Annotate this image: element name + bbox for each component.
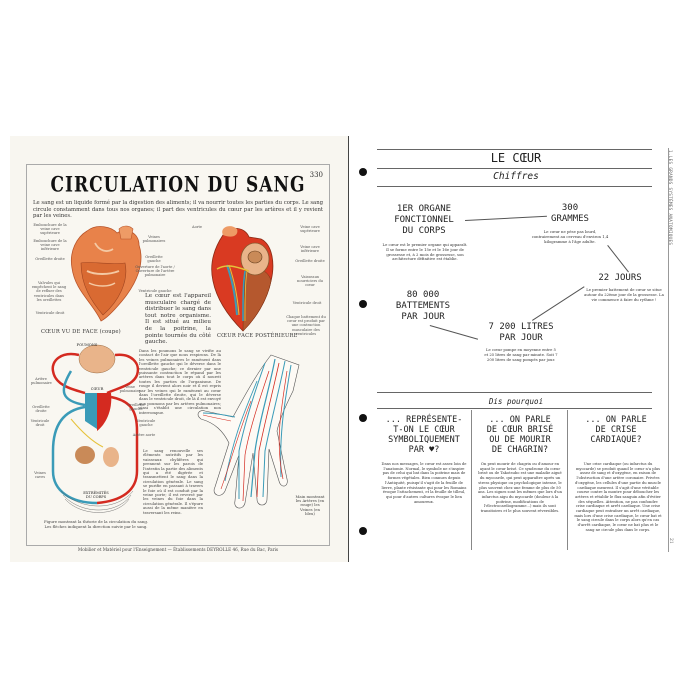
circulation-poster: 330 CIRCULATION DU SANG Le sang est un l… — [26, 164, 330, 552]
lungs-paragraph: Dans les poumons le sang se vivifie au c… — [139, 348, 221, 415]
circulation-diagram — [51, 344, 140, 513]
stat-desc-days: Le premier battement de cœur se situe au… — [584, 287, 664, 302]
chapter-side-label: 1.LES GRANDS SYSTÈMES ANATOMIQUES — [667, 150, 672, 246]
poster-footer: Mobilier et Matériel pour l'Enseignement… — [77, 547, 279, 552]
page-number: 21 — [668, 538, 673, 544]
heart-paragraph: Le cœur est l'appareil musculaire chargé… — [145, 293, 211, 346]
column-divider — [567, 410, 568, 550]
right-page — [349, 136, 679, 562]
label-oreillette-droite-3: Oreillette droite — [32, 405, 50, 414]
renew-paragraph: Le sang renouvelle ses éléments nutritif… — [143, 448, 203, 515]
question-title-broken-heart: ... ON PARLE DE CŒUR BRISÉ OU DE MOURIR … — [486, 415, 554, 455]
poster-number: 330 — [309, 171, 323, 179]
figure-caption: Figure montrant la théorie de la circula… — [43, 519, 149, 529]
label-ventricule-gauche: Ventricule gauche — [138, 289, 172, 293]
heart-back-illustration — [211, 226, 274, 332]
label-oreillette-gauche-3: Oreillette gauche — [127, 403, 145, 412]
label-artere-aorte: Artère aorte — [132, 433, 156, 437]
label-oreillette-droite-2: Oreillette droite — [295, 259, 325, 263]
rule-top — [377, 149, 652, 150]
poster-title: CIRCULATION DU SANG — [50, 172, 306, 198]
poster-intro: Le sang est un liquide formé par la dige… — [33, 200, 323, 219]
question-body-broken-heart: On peut mourir de chagrin ou d'amour en … — [478, 462, 562, 514]
label-veine-cave-sup: Veine cave supérieure — [300, 225, 320, 234]
rule-subtitle — [377, 186, 652, 187]
label-aorte: Aorte — [191, 225, 203, 229]
stat-headline-litres: 7 200 LITRES PAR JOUR — [488, 322, 554, 343]
hand-caption: Main montrant les Artères (en rouge) les… — [295, 494, 325, 516]
label-veines-caves: Veines caves — [34, 471, 46, 480]
label-oreillette-gauche: Oreillette gauche — [145, 255, 163, 264]
label-poumons: POUMONS — [76, 343, 98, 347]
label-vaisseaux: Vaisseaux nourriciers du cœur — [297, 275, 323, 288]
label-veines-pulmonaires: Veines pulmonaires — [142, 235, 166, 244]
section-subtitle: Chiffres — [493, 171, 539, 182]
stat-headline-beats: 80 000 BATTEMENTS PAR JOUR — [395, 290, 451, 322]
rule-section2-bottom — [377, 408, 652, 409]
section2-title: Dis pourquoi — [488, 397, 544, 406]
label-ventricule-droit-3: Ventricule droit — [30, 419, 50, 428]
question-body-heart-attack: Une crise cardiaque (ou infarctus du myo… — [574, 462, 662, 532]
label-ventricule-gauche-3: Ventricule gauche — [136, 419, 156, 428]
label-extremites: EXTRÉMITÉS DU CORPS — [83, 491, 109, 500]
label-ventricule-droit: Ventricule droit — [35, 311, 65, 315]
stat-desc-litres: Le cœur pompe en moyenne entre 5 et 25 l… — [484, 347, 558, 362]
binder-hole — [359, 414, 367, 422]
heart-front-illustration — [70, 225, 142, 322]
section-title: LE CŒUR — [490, 151, 542, 165]
question-body-symbol: Dans nos messages, le cœur est assez loi… — [381, 462, 467, 504]
label-valvules: Valvules qui empêchent le sang de reflue… — [31, 281, 67, 302]
label-ventricule-droit-2: Ventricule droit — [292, 301, 322, 305]
rule-section2-top — [377, 392, 652, 393]
side-rule — [668, 148, 669, 552]
binder-hole — [359, 168, 367, 176]
label-ouvertures: Ouverture de l'aorte / Ouverture de l'ar… — [135, 265, 175, 278]
binder-hole — [359, 527, 367, 535]
stat-headline-organ: 1ER ORGANE FONCTIONNEL DU CORPS — [394, 204, 454, 236]
label-chaque-battement: Chaque battement du cœur est produit par… — [286, 315, 326, 336]
label-artere-pulmonaire: Artère pulmonaire — [31, 377, 52, 386]
column-divider — [471, 410, 472, 550]
label-oreillette-droite: Oreillette droite — [35, 257, 65, 261]
stat-desc-weight: Le cœur ne pèse pas lourd, contrairement… — [531, 229, 609, 244]
label-embouchure-sup: Embouchure de la veine cave supérieure — [33, 223, 67, 236]
label-embouchure-inf: Embouchure de la veine cave inférieure — [33, 239, 67, 252]
book-spine — [348, 136, 349, 562]
rule-title — [377, 168, 652, 169]
stat-headline-weight: 300 GRAMMES — [551, 203, 589, 224]
heart-back-caption: CŒUR FACE POSTÉRIEURE — [217, 333, 298, 339]
question-title-heart-attack: ... ON PARLE DE CRISE CARDIAQUE? — [585, 415, 647, 445]
label-veine-cave-inf: Veine cave inférieure — [300, 245, 320, 254]
heart-front-caption: CŒUR VU DE FACE (coupe) — [41, 329, 121, 335]
label-veine-pulmonaire: Veine pulmonaire — [119, 385, 141, 394]
stat-desc-organ: Le cœur est le premier organe qui appara… — [382, 242, 468, 262]
question-title-symbol: ... REPRÉSENTE- T-ON LE CŒUR SYMBOLIQUEM… — [385, 415, 463, 455]
stat-headline-days: 22 JOURS — [598, 273, 642, 283]
hand-illustration — [197, 354, 300, 509]
label-coeur: CŒUR — [90, 387, 104, 391]
binder-hole — [359, 300, 367, 308]
